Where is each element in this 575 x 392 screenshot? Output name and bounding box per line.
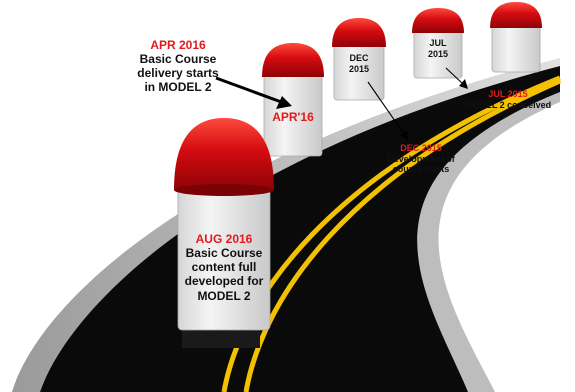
label-jul-2015-marker-line: JUL <box>429 38 447 48</box>
road-right-shoulder <box>417 92 560 392</box>
label-aug-2016: AUG 2016 Basic Course content full devel… <box>180 232 268 303</box>
label-aug-2016-date: AUG 2016 <box>195 232 253 246</box>
callout-dec-2015: DEC 2015 Development of course starts <box>374 143 468 175</box>
arrowhead-jul-2015 <box>459 79 468 89</box>
arrow-dec-2015 <box>367 81 405 135</box>
arrow-jul-2015 <box>445 67 464 85</box>
callout-arrows <box>215 67 468 141</box>
callout-apr-2016-line: in MODEL 2 <box>144 80 212 95</box>
label-jul-2015-marker-line: 2015 <box>427 48 449 59</box>
label-dec-2015-marker-line: 2015 <box>348 63 370 74</box>
label-aug-2016-line: content full <box>191 260 257 275</box>
arrowhead-dec-2015 <box>400 131 408 141</box>
lane-line-left <box>221 75 561 392</box>
label-aug-2016-line: developed for <box>184 274 264 289</box>
milestone-dec-2015 <box>332 18 386 101</box>
road <box>40 66 560 392</box>
arrowhead-apr-2016 <box>276 96 292 109</box>
label-jul-2015-marker: JUL 2015 <box>414 38 462 59</box>
milestone-aug-2016 <box>174 118 274 348</box>
callout-jul-2015-line: MODEL 2 conceived <box>464 99 552 110</box>
callout-jul-2015-date: JUL 2015 <box>488 89 528 99</box>
callout-jul-2015: JUL 2015 MODEL 2 conceived <box>452 89 564 110</box>
label-dec-2015-marker: DEC 2015 <box>334 53 384 74</box>
arrow-apr-2016 <box>215 76 285 105</box>
callout-dec-2015-date: DEC 2015 <box>400 143 442 153</box>
label-aug-2016-line: Basic Course <box>185 246 263 261</box>
milestone-jul-2015 <box>412 8 464 79</box>
label-dec-2015-marker-line: DEC <box>349 53 369 63</box>
callout-apr-2016-line: delivery starts <box>137 66 219 81</box>
callout-apr-2016: APR 2016 Basic Course delivery starts in… <box>118 38 238 95</box>
milestone-apr-2016 <box>262 43 324 157</box>
callout-dec-2015-line: Development of <box>387 153 455 164</box>
callout-apr-2016-line: Basic Course <box>139 52 217 67</box>
lane-line-right <box>243 78 562 392</box>
label-apr-2016-marker: APR'16 <box>272 110 314 124</box>
callout-apr-2016-date: APR 2016 <box>150 38 206 52</box>
callout-dec-2015-line: course starts <box>392 164 450 175</box>
milestone-blank <box>490 2 542 73</box>
label-aug-2016-line: MODEL 2 <box>197 288 251 303</box>
